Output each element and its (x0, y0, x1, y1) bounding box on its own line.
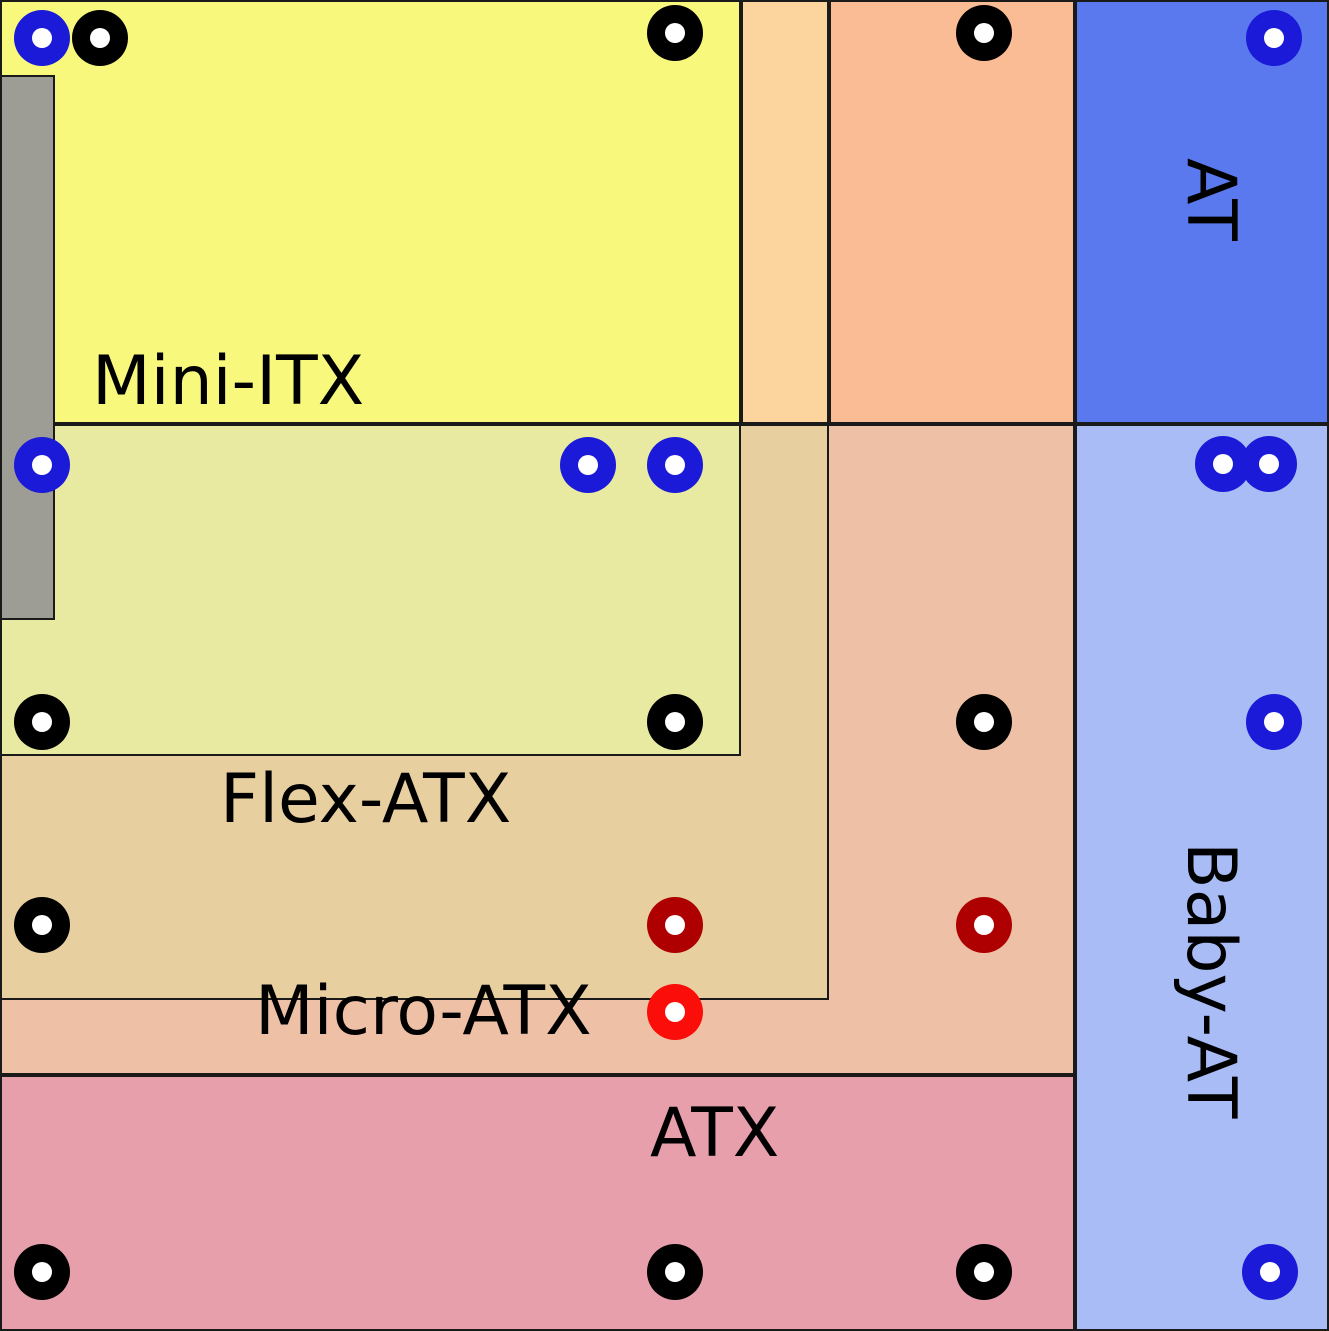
mounting-hole-center (665, 455, 685, 475)
mounting-hole-center (1264, 28, 1284, 48)
mounting-hole-center (974, 712, 994, 732)
label-mini-itx: Mini-ITX (92, 342, 365, 421)
mounting-hole-center (665, 712, 685, 732)
mounting-hole (14, 10, 70, 66)
mounting-hole-center (578, 455, 598, 475)
mounting-hole-center (32, 455, 52, 475)
mounting-hole (647, 437, 703, 493)
mounting-hole-center (1264, 712, 1284, 732)
mounting-hole-center (32, 915, 52, 935)
mounting-hole-center (32, 1262, 52, 1282)
region-micro-strip-top (829, 0, 1075, 424)
label-at: AT (1171, 158, 1250, 241)
label-micro-atx: Micro-ATX (255, 972, 592, 1051)
region-at (1075, 0, 1329, 424)
mounting-hole (1241, 436, 1297, 492)
mounting-hole-center (974, 915, 994, 935)
region-atx (0, 1075, 1075, 1331)
mounting-hole (647, 5, 703, 61)
mounting-hole (956, 694, 1012, 750)
mounting-hole (647, 1244, 703, 1300)
region-baby-at (1075, 424, 1329, 1331)
mounting-hole (647, 984, 703, 1040)
label-flex-atx: Flex-ATX (220, 760, 512, 839)
mounting-hole-center (665, 1262, 685, 1282)
mounting-hole-center (974, 23, 994, 43)
region-io-strip (0, 75, 55, 620)
mounting-hole (1246, 694, 1302, 750)
mounting-hole-center (1259, 454, 1279, 474)
mounting-hole (956, 897, 1012, 953)
mounting-hole (647, 897, 703, 953)
mounting-hole (647, 694, 703, 750)
mounting-hole-center (1260, 1262, 1280, 1282)
label-atx: ATX (650, 1094, 780, 1173)
label-baby-at: Baby-AT (1171, 842, 1250, 1119)
mounting-hole (14, 1244, 70, 1300)
mounting-hole (14, 694, 70, 750)
mounting-hole (560, 437, 616, 493)
mounting-hole-center (665, 23, 685, 43)
mounting-hole-center (32, 712, 52, 732)
region-mini-itx (0, 0, 741, 424)
mounting-hole-center (90, 28, 110, 48)
mounting-hole (14, 437, 70, 493)
mounting-hole-center (665, 1002, 685, 1022)
mounting-hole (72, 10, 128, 66)
mounting-hole (1242, 1244, 1298, 1300)
mounting-hole-center (1213, 454, 1233, 474)
mounting-hole (956, 5, 1012, 61)
mounting-hole-center (32, 28, 52, 48)
mounting-hole-center (665, 915, 685, 935)
region-mini-itx-flex-overlap (0, 424, 741, 756)
mounting-hole (14, 897, 70, 953)
mounting-hole (956, 1244, 1012, 1300)
mounting-hole (1246, 10, 1302, 66)
mounting-hole-center (974, 1262, 994, 1282)
region-flex-strip-top (741, 0, 829, 424)
